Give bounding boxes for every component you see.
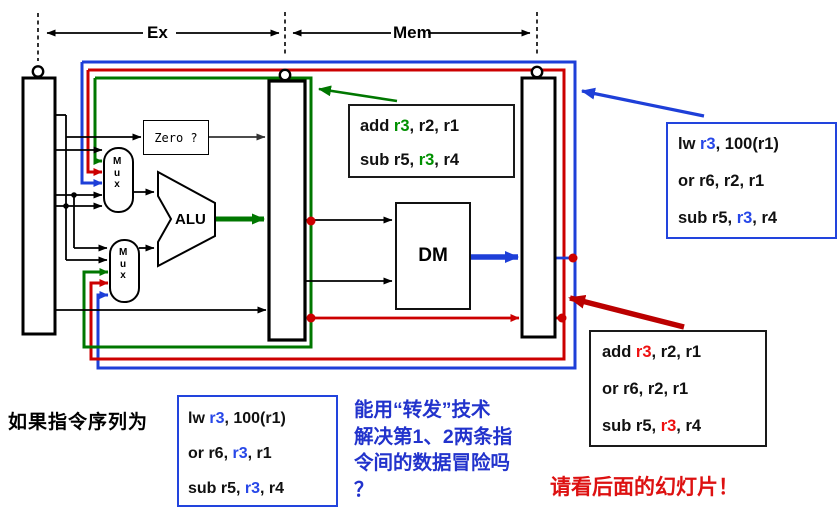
instruction-line: lw r3, 100(r1): [678, 135, 779, 153]
data-memory-box: DM: [395, 202, 471, 310]
mux-alu-shapes: [103, 147, 216, 303]
instruction-box-lw-right: lw r3, 100(r1) or r6, r2, r1 sub r5, r3,…: [666, 122, 837, 239]
red-annotation-arrow: [568, 294, 685, 330]
question-line: 解决第1、2两条指: [354, 425, 513, 448]
question-line: 能用“转发”技术: [354, 399, 491, 421]
forwarding-path-green: [82, 76, 313, 349]
reminder-caption: 请看后面的幻灯片！: [550, 476, 739, 499]
instruction-box-memwb-forward: add r3, r2, r1 or r6, r2, r1 sub r5, r3,…: [589, 330, 767, 447]
idex-clock-bubble: [31, 65, 45, 78]
instruction-line: add r3, r2, r1: [360, 117, 460, 135]
exmem-clock-bubble: [278, 68, 292, 82]
instruction-box-lw-sequence: lw r3, 100(r1) or r6, r3, r1 sub r5, r3,…: [177, 395, 338, 507]
datapath-wires: [53, 114, 393, 314]
instruction-line: sub r5, r3, r4: [360, 151, 460, 169]
instruction-line: sub r5, r3, r4: [678, 209, 778, 227]
forwarding-path-red: [86, 68, 566, 361]
question-caption: 能用“转发”技术 解决第1、2两条指 令间的数据冒险吗 ？: [354, 397, 554, 503]
alu-label: ALU: [175, 211, 206, 228]
stage-boundaries: [37, 12, 538, 61]
question-line: 令间的数据冒险吗: [354, 452, 511, 474]
instruction-line: sub r5, r3, r4: [188, 480, 285, 497]
instruction-line: or r6, r3, r1: [188, 445, 272, 462]
memwb-register: [520, 76, 557, 339]
mux-lower-label: Mux: [119, 247, 128, 281]
instruction-line: sub r5, r3, r4: [602, 417, 702, 435]
exmem-register: [267, 79, 307, 342]
wire-junction-dots: [63, 192, 77, 209]
stage-label-ex: Ex: [147, 23, 168, 42]
instruction-line: lw r3, 100(r1): [188, 410, 286, 427]
memwb-clock-bubble: [530, 65, 544, 79]
stage-label-mem: Mem: [393, 23, 432, 42]
instruction-box-exmem-forward: add r3, r2, r1 sub r5, r3, r4: [348, 104, 515, 178]
forwarding-path-blue: [80, 60, 577, 370]
pipeline-registers: [21, 65, 557, 342]
dm-label: DM: [418, 245, 448, 266]
zero-detect-box: Zero ?: [143, 120, 209, 155]
mux-lower-shape: [109, 239, 140, 303]
question-line: ？: [354, 478, 374, 501]
blue-annotation-arrow: [581, 87, 705, 118]
instruction-line: or r6, r2, r1: [678, 172, 765, 190]
forwarding-tap-dots: [306, 216, 578, 323]
idex-register: [21, 76, 57, 336]
instruction-line: add r3, r2, r1: [602, 343, 702, 361]
intro-caption: 如果指令序列为: [8, 412, 149, 433]
instruction-line: or r6, r2, r1: [602, 380, 689, 398]
mux-upper-shape: [103, 147, 134, 213]
mux-upper-label: Mux: [113, 156, 122, 190]
green-annotation-arrow: [318, 85, 398, 103]
alu-shape: [157, 170, 216, 268]
